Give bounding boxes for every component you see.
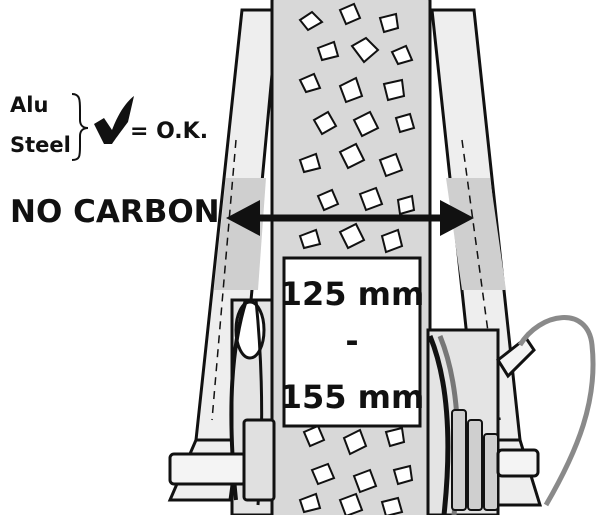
right-hub-cassette xyxy=(426,328,540,517)
dimension-box xyxy=(282,256,422,428)
derailleur-cable xyxy=(517,315,596,507)
width-double-arrow xyxy=(226,200,474,236)
left-hub xyxy=(168,298,276,517)
dimension-max: 155 mm xyxy=(280,378,425,416)
brace-icon xyxy=(71,93,89,161)
no-carbon-warning: NO CARBON xyxy=(10,194,220,230)
check-mark-icon xyxy=(94,96,134,144)
material-steel: Steel xyxy=(10,133,71,157)
dimension-min: 125 mm xyxy=(280,275,425,313)
dimension-separator: - xyxy=(345,322,358,360)
ok-label: = O.K. xyxy=(130,119,208,144)
material-alu: Alu xyxy=(10,93,48,117)
